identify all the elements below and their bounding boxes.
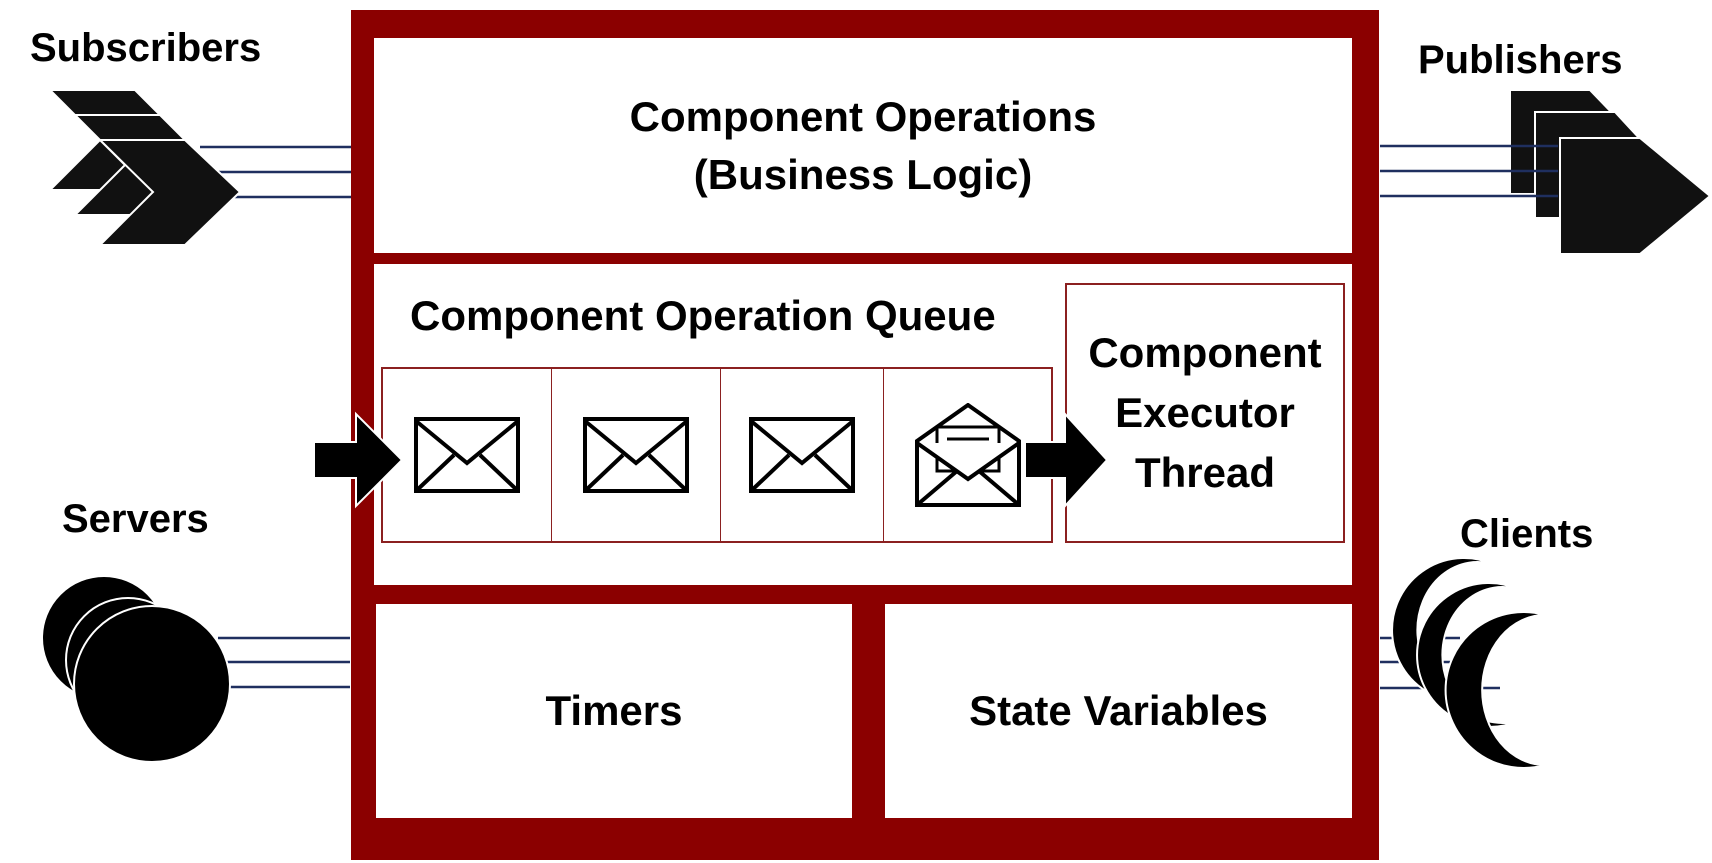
outgoing-arrow-icon bbox=[1024, 411, 1109, 509]
subscribers-icon bbox=[47, 89, 352, 246]
state-variables-label: State Variables bbox=[969, 687, 1268, 734]
executor-thread-box: Component Executor Thread bbox=[1065, 283, 1345, 543]
clients-label: Clients bbox=[1460, 512, 1594, 556]
envelope-icon bbox=[414, 417, 520, 493]
publishers-label: Publishers bbox=[1418, 38, 1623, 82]
open-envelope-icon bbox=[914, 403, 1021, 507]
queue-title: Component Operation Queue bbox=[410, 292, 996, 339]
component-operations-subtitle: (Business Logic) bbox=[693, 150, 1033, 198]
envelope-icon bbox=[749, 417, 855, 493]
queue-slot bbox=[721, 369, 884, 541]
subscribers-label: Subscribers bbox=[30, 26, 262, 70]
timers-label: Timers bbox=[545, 687, 683, 734]
servers-icon bbox=[41, 575, 350, 763]
executor-line-1: Component bbox=[1088, 329, 1322, 376]
queue-slot bbox=[884, 369, 1051, 541]
servers-label: Servers bbox=[62, 497, 209, 541]
queue-slot bbox=[383, 369, 552, 541]
component-operations-title: Component Operations bbox=[629, 92, 1097, 140]
envelope-icon bbox=[583, 417, 689, 493]
clients-icon bbox=[1380, 557, 1546, 769]
state-variables-panel: State Variables bbox=[885, 604, 1352, 818]
component-operations-panel: Component Operations (Business Logic) bbox=[374, 38, 1352, 253]
operation-queue bbox=[381, 367, 1053, 543]
incoming-arrow-icon bbox=[313, 411, 404, 509]
executor-line-2: Executor bbox=[1115, 389, 1295, 436]
executor-line-3: Thread bbox=[1134, 449, 1276, 496]
timers-panel: Timers bbox=[376, 604, 852, 818]
publishers-icon bbox=[1380, 89, 1712, 255]
queue-slot bbox=[552, 369, 721, 541]
